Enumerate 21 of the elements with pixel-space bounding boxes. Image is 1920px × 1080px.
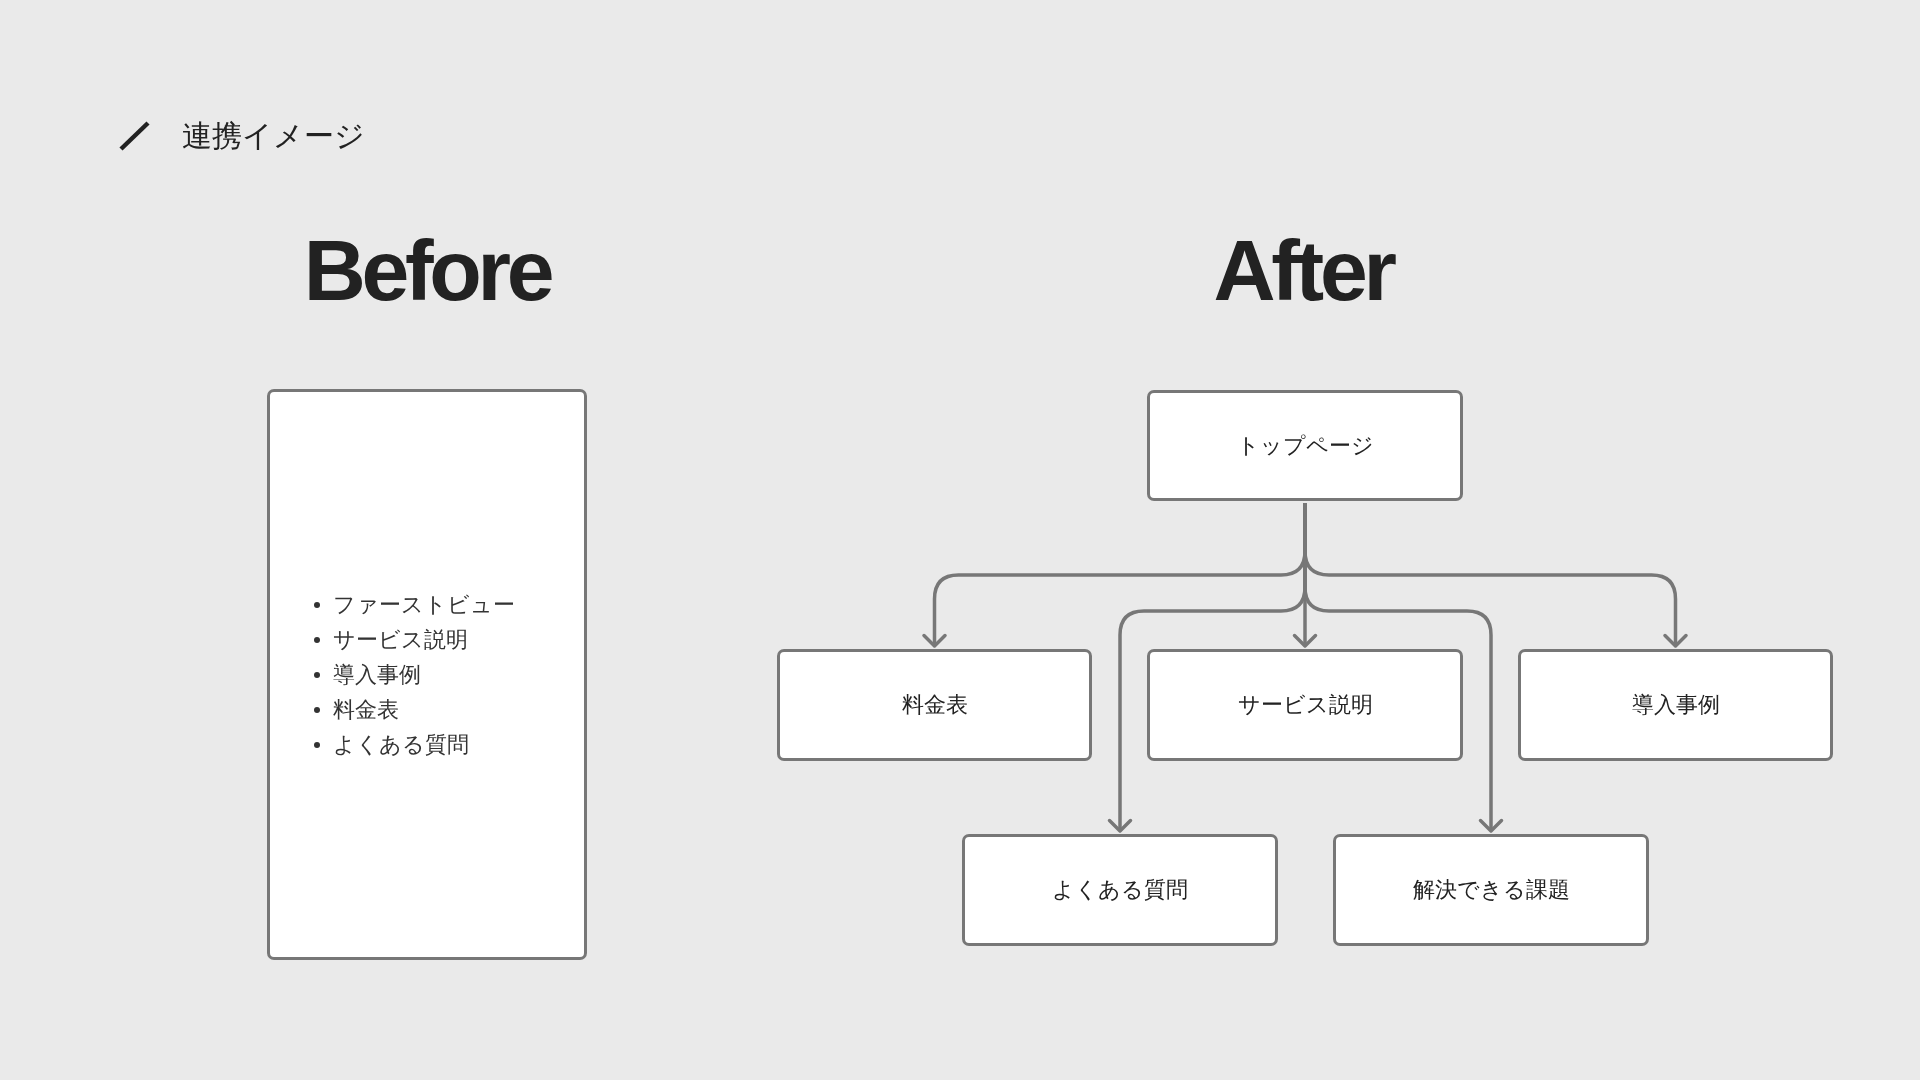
list-item: サービス説明	[314, 622, 468, 657]
list-item: ファーストビュー	[314, 587, 515, 622]
list-item: 料金表	[314, 692, 399, 727]
page-label: 導入事例	[1631, 691, 1720, 719]
page-label: 解決できる課題	[1412, 876, 1570, 904]
list-item: よくある質問	[314, 727, 469, 762]
section-heading: Before	[303, 227, 551, 313]
page-box	[1147, 390, 1463, 501]
page-label: サービス説明	[1237, 691, 1373, 719]
page-title: 連携イメージ	[182, 118, 365, 154]
page-box	[777, 649, 1092, 761]
list-item: 導入事例	[314, 657, 421, 692]
page-label: 料金表	[901, 691, 968, 719]
page-label: よくある質問	[1052, 876, 1188, 904]
page-box	[1518, 649, 1833, 761]
page-box	[1147, 649, 1463, 761]
page-box	[962, 834, 1278, 946]
page-box	[1333, 834, 1649, 946]
content-box	[267, 389, 587, 960]
section-heading: After	[1213, 227, 1393, 313]
page-label: トップページ	[1236, 431, 1374, 460]
